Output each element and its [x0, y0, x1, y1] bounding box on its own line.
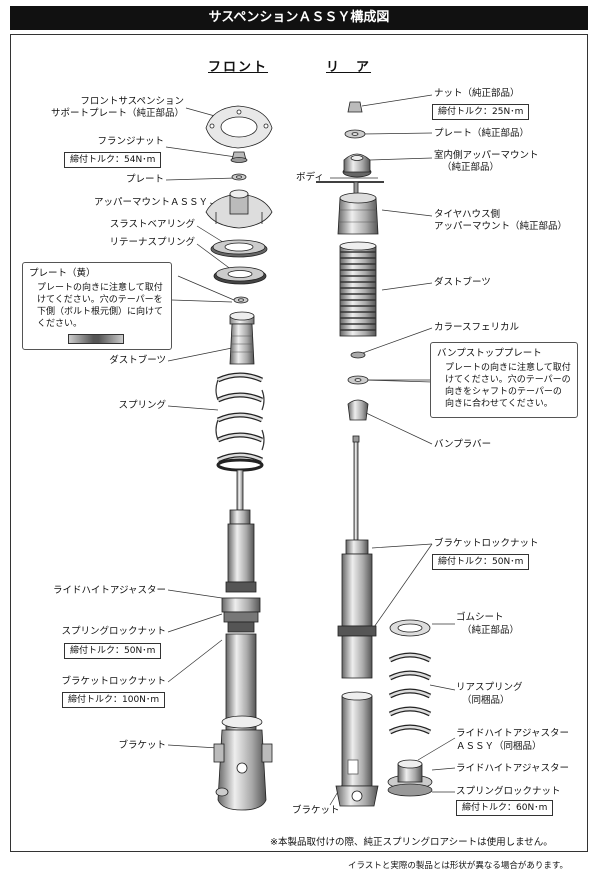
label-rear-inner-upper-mount-2: （純正部品） [442, 162, 500, 173]
label-front-bracket-lock-nut: ブラケットロックナット [61, 676, 166, 687]
label-rear-spring-2: （同梱品） [462, 695, 510, 706]
label-rear-collar-spherical: カラースフェリカル [434, 322, 520, 333]
torque-rear-nut: 締付トルク：25N･m [432, 104, 530, 120]
footnote-disclaimer: イラストと実際の製品とは形状が異なる場合があります。 [348, 861, 568, 871]
rear-note-line-2: けてください。穴のテーパーの [445, 375, 571, 385]
label-front-bracket: ブラケット [118, 740, 166, 751]
page-title: サスペンションＡＳＳＹ構成図 [10, 6, 588, 30]
label-rear-tirehouse-mount-1: タイヤハウス側 [434, 209, 501, 220]
label-front-ride-height-adjuster: ライドハイトアジャスター [53, 585, 166, 596]
plate-taper-illustration [68, 334, 124, 344]
rear-note-line-4: 向きに合わせてください。 [445, 399, 553, 409]
torque-rear-spring-lock-nut: 締付トルク：60N･m [456, 800, 554, 816]
label-rear-rubber-seat: ゴムシート [456, 612, 504, 623]
label-rear-inner-upper-mount: 室内側アッパーマウント [434, 150, 539, 161]
label-front-support-plate-2: サポートプレート（純正部品） [50, 108, 184, 119]
front-note-line-2: けてください。穴のテーパーを [37, 295, 163, 305]
label-rear-ride-height-adjuster: ライドハイトアジャスター [456, 763, 569, 774]
rear-note-line-1: プレートの向きに注意して取付 [445, 363, 571, 373]
label-rear-bump-rubber: バンプラバー [434, 439, 492, 450]
rear-note-title: バンプストッププレート [437, 348, 542, 359]
front-note-title: プレート（黄） [29, 268, 96, 279]
label-rear-plate: プレート（純正部品） [434, 128, 530, 139]
label-rear-bracket: ブラケット [292, 805, 340, 816]
front-plate-note: プレート（黄） プレートの向きに注意して取付 けてください。穴のテーパーを 下側… [22, 262, 172, 350]
label-rear-bracket-lock-nut: ブラケットロックナット [434, 538, 539, 549]
label-front-plate: プレート [125, 174, 164, 185]
front-note-line-4: ください。 [37, 319, 83, 329]
label-front-thrust-bearing: スラストベアリング [109, 219, 195, 230]
diagram-frame [10, 34, 588, 852]
footnote-spring-seat: ※本製品取付けの際、純正スプリングロアシートは使用しません。 [270, 837, 553, 848]
label-front-spring: スプリング [118, 400, 166, 411]
torque-rear-bracket-lock-nut: 締付トルク：50N･m [432, 554, 530, 570]
label-rear-ride-height-adjuster-assy: ライドハイトアジャスター [456, 728, 569, 739]
label-rear-nut: ナット（純正部品） [434, 88, 520, 99]
label-front-dust-boot: ダストブーツ [109, 355, 166, 366]
label-front-retainer-spring: リテーナスプリング [109, 237, 195, 248]
label-rear-ride-height-adjuster-assy-2: ＡＳＳＹ（同梱品） [456, 741, 542, 752]
label-front-spring-lock-nut: スプリングロックナット [61, 626, 166, 637]
label-rear-body: ボディ [296, 172, 324, 183]
label-rear-spring: リアスプリング [456, 682, 523, 693]
section-front: フロント [208, 60, 269, 75]
label-front-upper-mount: アッパーマウントＡＳＳＹ [93, 197, 208, 208]
label-rear-spring-lock-nut: スプリングロックナット [456, 786, 561, 797]
section-rear: リ ア [326, 60, 372, 75]
torque-front-spring-lock-nut: 締付トルク：50N･m [64, 643, 162, 659]
rear-bumpstop-note: バンプストッププレート プレートの向きに注意して取付 けてください。穴のテーパー… [430, 342, 578, 418]
label-rear-dust-boot: ダストブーツ [434, 277, 491, 288]
rear-note-line-3: 向きをシャフトのテーパーの [445, 387, 562, 397]
label-rear-tirehouse-mount-2: アッパーマウント（純正部品） [434, 221, 568, 232]
label-rear-rubber-seat-2: （純正部品） [462, 625, 520, 636]
torque-front-flange-nut: 締付トルク：54N･m [64, 152, 162, 168]
front-note-line-3: 下側（ボルト根元側）に向けて [37, 307, 164, 317]
label-front-support-plate-1: フロントサスペンション [80, 96, 184, 107]
label-front-flange-nut: フランジナット [97, 136, 164, 147]
torque-front-bracket-lock-nut: 締付トルク：100N･m [62, 692, 166, 708]
front-note-line-1: プレートの向きに注意して取付 [37, 283, 163, 293]
